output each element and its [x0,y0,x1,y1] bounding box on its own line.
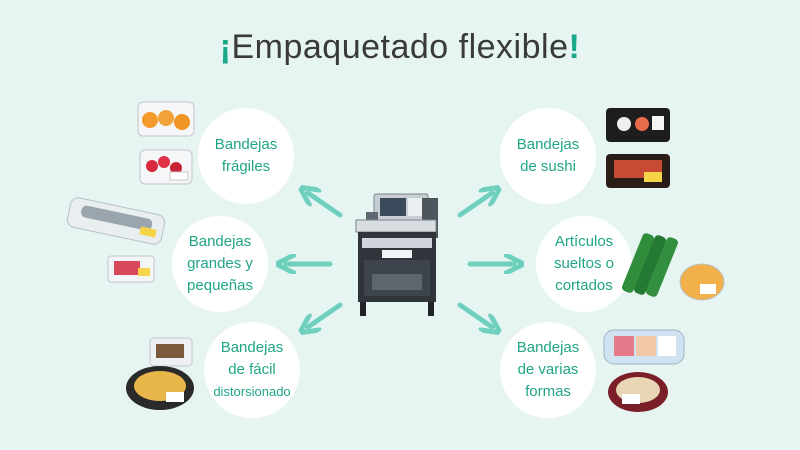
bubble-line: formas [525,383,571,400]
bubble-line: frágiles [221,158,271,175]
bubble-line: de sushi [520,158,576,175]
bubble-line: Artículos [554,233,614,250]
title-close-mark: ! [568,28,581,66]
product-tray-image [137,101,195,137]
product-tray-image [608,372,668,412]
product-tray-image [126,366,194,410]
title-open-mark: ¡ [219,28,232,66]
bubble-line: de fácil [228,361,276,378]
bubble-line: de varias [517,361,579,378]
product-tray-image [66,197,166,245]
arrow-icon [457,302,492,327]
arrow-icon [308,302,343,327]
bubble-line: Bandejas [220,339,284,356]
category-bubble-shapes: Bandejas de varias formas [500,322,596,418]
bubble-line: Bandejas [214,136,278,153]
product-tray-image [679,263,725,301]
bubble-line: Bandejas [516,136,580,153]
product-tray-image [606,154,670,188]
product-tray-image [606,108,670,142]
category-bubble-sizes: Bandejas grandes y pequeñas [172,216,268,312]
bubble-line: Bandejas [516,339,580,356]
page-title: ¡Empaquetado flexible! [0,28,800,67]
arrow-icon [457,193,492,218]
bubble-line: Bandejas [188,233,252,250]
product-tray-image [107,255,155,283]
category-bubble-loose: Artículos sueltos o cortados [536,216,632,312]
product-tray-image [603,329,685,365]
product-tray-image [622,233,678,297]
category-bubble-fragile: Bandejas frágiles [198,108,294,204]
product-tray-image [149,337,193,367]
bubble-line: sueltos o [553,255,615,272]
bubble-line: distorsionado [213,384,291,399]
bubble-line: cortados [555,277,613,294]
arrow-icon [308,193,343,218]
product-tray-image [139,149,193,185]
bubble-line: pequeñas [187,277,253,294]
packaging-machine-image [355,193,438,316]
category-bubble-distort: Bandejas de fácil distorsionado [204,322,300,418]
category-bubble-sushi: Bandejas de sushi [500,108,596,204]
title-text: Empaquetado flexible [231,28,569,66]
bubble-line: grandes y [187,255,253,272]
